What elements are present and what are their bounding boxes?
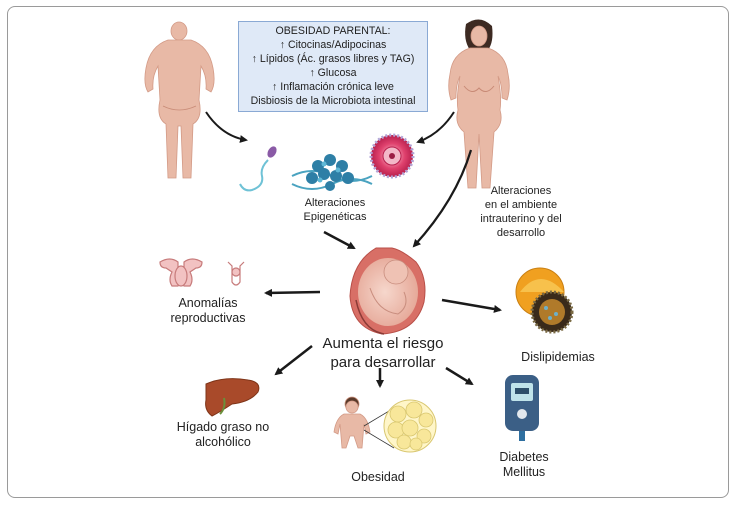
obesity-label: Obesidad <box>351 470 405 484</box>
parental-box-line: ↑ Citocinas/Adipocinas <box>279 39 387 51</box>
child-icon <box>333 396 371 449</box>
reproductive-organs-icon <box>159 258 245 287</box>
parental-box-line: ↑ Glucosa <box>309 67 357 79</box>
intrauterine-label: Alteraciones en el ambiente intrauterino… <box>480 185 562 239</box>
dna-epigenetics-icon <box>291 154 373 191</box>
obese-man-icon <box>144 21 215 179</box>
fetus-in-womb-icon <box>349 247 426 335</box>
flow-arrows <box>205 111 502 388</box>
diabetes-label: Diabetes Mellitus <box>499 450 549 479</box>
parental-box-line: Disbiosis de la Microbiota intestinal <box>250 95 416 107</box>
epigenetic-label: Alteraciones Epigenéticas <box>303 197 367 223</box>
figure-frame <box>7 6 729 498</box>
liver-label: Hígado graso no alcohólico <box>176 420 270 449</box>
dyslipidemia-label: Dislipidemias <box>521 350 595 364</box>
parental-box-line: ↑ Inflamación crónica leve <box>272 81 394 93</box>
sperm-icon <box>239 146 277 192</box>
parental-box-line: ↑ Lípidos (Ác. grasos libres y TAG) <box>251 53 415 65</box>
center-risk-label: Aumenta el riesgo para desarrollar <box>322 335 444 371</box>
liver-icon <box>205 378 260 417</box>
egg-cell-icon <box>369 133 415 179</box>
glucometer-icon <box>505 375 539 441</box>
fat-cells-icon <box>383 399 437 453</box>
reproductive-label: Anomalías reproductivas <box>170 296 246 325</box>
lipoprotein-icon <box>515 267 574 334</box>
parental-obesity-box: OBESIDAD PARENTAL: ↑ Citocinas/Adipocina… <box>238 21 428 112</box>
parental-box-title: OBESIDAD PARENTAL: <box>275 25 391 37</box>
obese-woman-icon <box>448 19 510 189</box>
